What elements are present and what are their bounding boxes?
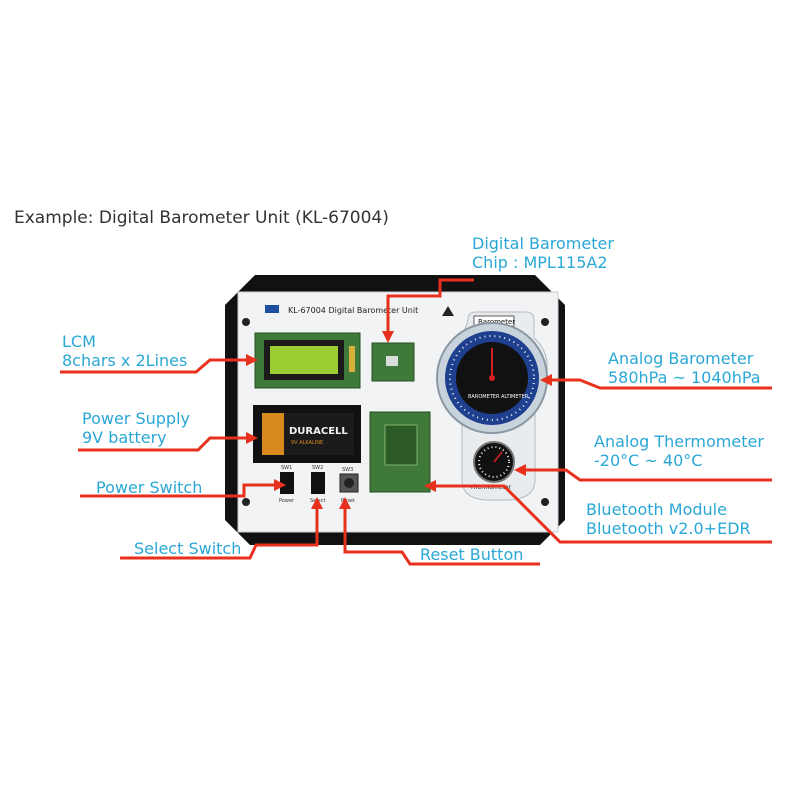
leader-lcm bbox=[60, 358, 250, 374]
arrow-head-icon bbox=[424, 480, 436, 492]
callout-line: 8chars x 2Lines bbox=[62, 351, 188, 370]
screw-icon bbox=[242, 498, 250, 506]
barometer-chip bbox=[386, 356, 398, 366]
callout-line: Bluetooth v2.0+EDR bbox=[586, 519, 751, 538]
callout-lcm: LCM 8chars x 2Lines bbox=[62, 332, 187, 370]
battery-brand: DURACELL bbox=[289, 426, 348, 437]
gauge-tag-text: Barometer bbox=[478, 318, 515, 326]
leader-power-supply bbox=[78, 436, 250, 452]
figure-caption: Example: Digital Barometer Unit (KL-6700… bbox=[14, 208, 389, 228]
brand-logo bbox=[265, 305, 279, 313]
screw-icon bbox=[541, 498, 549, 506]
esd-warning-icon bbox=[442, 306, 454, 316]
callout-line: Reset Button bbox=[420, 545, 524, 564]
callout-line: Digital Barometer bbox=[472, 234, 614, 253]
arrow-head-icon bbox=[274, 479, 286, 491]
callout-line: 9V battery bbox=[82, 428, 167, 447]
callout-line: Power Switch bbox=[96, 478, 203, 497]
callout-bluetooth-module: Bluetooth Module Bluetooth v2.0+EDR bbox=[586, 500, 751, 538]
leader-select-switch bbox=[120, 505, 319, 560]
barometer-face-text: BAROMETER ALTIMETER bbox=[468, 394, 529, 400]
callout-line: Analog Barometer bbox=[608, 349, 754, 368]
barometer-dial-ticks bbox=[449, 335, 535, 421]
callout-reset-button: Reset Button bbox=[420, 545, 523, 564]
power-switch-body bbox=[280, 472, 294, 494]
arrow-head-icon bbox=[246, 354, 258, 366]
callout-line: Select Switch bbox=[134, 539, 242, 558]
thermometer-dial-ticks bbox=[478, 446, 510, 478]
callout-analog-barometer: Analog Barometer 580hPa ~ 1040hPa bbox=[608, 349, 761, 387]
panel-header: KL-67004 Digital Barometer Unit bbox=[288, 306, 418, 315]
leader-power-switch bbox=[80, 483, 278, 498]
switch-caption-power: Power bbox=[279, 498, 295, 504]
callout-select-switch: Select Switch bbox=[134, 539, 241, 558]
battery-subtitle: 9V ALKALINE bbox=[291, 440, 323, 446]
leader-analog-barometer bbox=[548, 378, 772, 390]
callout-power-supply: Power Supply 9V battery bbox=[82, 409, 190, 447]
thermometer-needle bbox=[493, 451, 503, 463]
arrow-head-icon bbox=[514, 464, 526, 476]
callout-line: Chip : MPL115A2 bbox=[472, 253, 608, 272]
leader-reset-button bbox=[343, 505, 540, 566]
arrow-head-icon bbox=[339, 497, 351, 509]
switch-label-sw3: SW3 bbox=[342, 467, 353, 473]
callout-line: Bluetooth Module bbox=[586, 500, 727, 519]
lcm-screen bbox=[270, 346, 338, 374]
callout-digital-barometer: Digital Barometer Chip : MPL115A2 bbox=[472, 234, 614, 272]
bluetooth-chip bbox=[384, 424, 418, 466]
select-switch-body bbox=[311, 472, 325, 494]
arrow-head-icon bbox=[382, 331, 394, 343]
switch-label-sw2: SW2 bbox=[312, 465, 323, 471]
reset-button-cap bbox=[344, 478, 354, 488]
callout-line: -20°C ~ 40°C bbox=[594, 451, 703, 470]
arrow-head-icon bbox=[246, 432, 258, 444]
switch-label-sw1: SW1 bbox=[281, 465, 292, 471]
callout-analog-thermometer: Analog Thermometer -20°C ~ 40°C bbox=[594, 432, 764, 470]
barometer-hub bbox=[489, 375, 495, 381]
leader-digital-barometer bbox=[386, 278, 474, 335]
battery-body bbox=[284, 413, 354, 455]
callout-line: Power Supply bbox=[82, 409, 190, 428]
arrow-head-icon bbox=[311, 497, 323, 509]
screw-icon bbox=[541, 318, 549, 326]
callout-line: LCM bbox=[62, 332, 96, 351]
battery-gold bbox=[262, 413, 284, 455]
callout-line: 580hPa ~ 1040hPa bbox=[608, 368, 761, 387]
leader-analog-thermometer bbox=[522, 468, 772, 482]
switch-caption-reset: Reset bbox=[341, 498, 355, 504]
arrow-head-icon bbox=[540, 374, 552, 386]
screw-icon bbox=[242, 318, 250, 326]
leader-bluetooth-module bbox=[432, 484, 772, 544]
callout-line: Analog Thermometer bbox=[594, 432, 764, 451]
lcm-pins bbox=[349, 346, 355, 372]
callout-power-switch: Power Switch bbox=[96, 478, 202, 497]
